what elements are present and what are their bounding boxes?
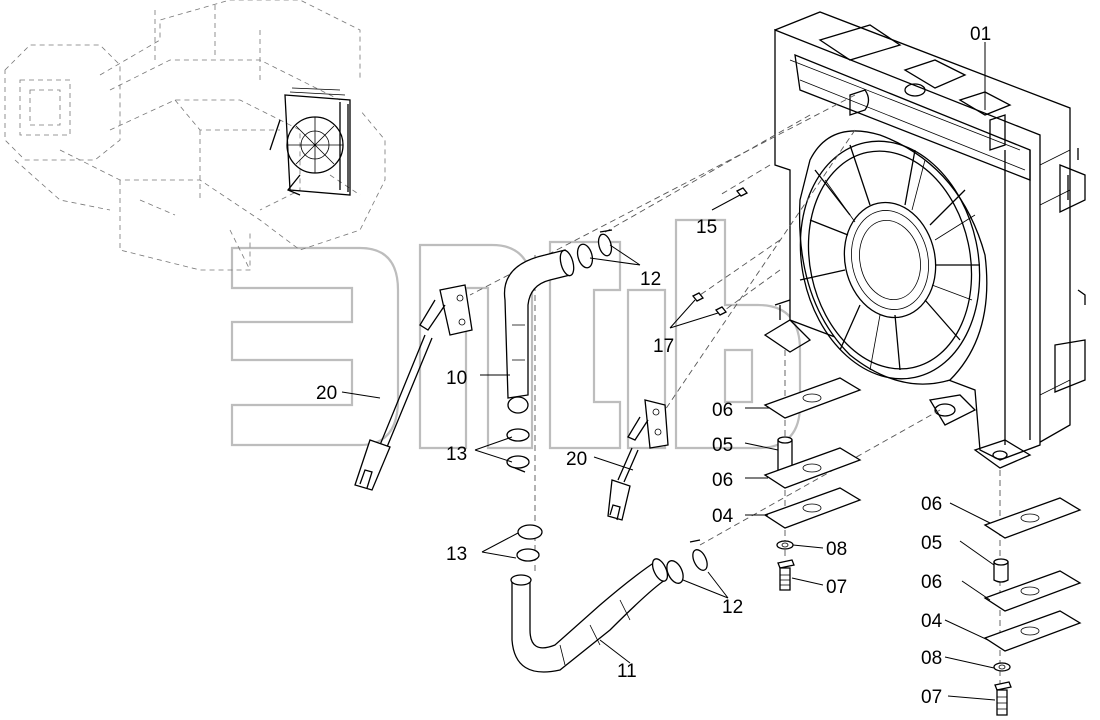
mount-stack-center	[763, 377, 862, 591]
radiator-assembly	[763, 11, 1086, 469]
label-20-upper: 20	[316, 383, 337, 404]
label-07-center: 07	[826, 577, 847, 598]
callout-labels: 01 15 12 17 10 20 13 20 06 05 06 04 08 0…	[316, 24, 991, 708]
label-06-right-bottom: 06	[921, 572, 942, 593]
label-04-center: 04	[712, 506, 734, 527]
leader-lines	[341, 42, 996, 701]
label-05-center: 05	[712, 435, 733, 456]
label-01: 01	[970, 24, 991, 45]
watermark	[230, 218, 802, 450]
mount-stack-right	[983, 497, 1082, 716]
label-06-center-top: 06	[712, 400, 733, 421]
label-08-right: 08	[921, 648, 942, 669]
upper-hose	[503, 229, 613, 473]
label-06-right-top: 06	[921, 494, 942, 515]
stay-rod-lower	[607, 399, 669, 521]
label-12-lower: 12	[722, 597, 743, 618]
label-07-right: 07	[921, 687, 942, 708]
label-08-center: 08	[826, 539, 847, 560]
label-11: 11	[617, 661, 637, 682]
stay-rod-upper	[354, 284, 473, 491]
label-04-right: 04	[921, 611, 943, 632]
label-20-lower: 20	[566, 449, 587, 470]
label-12-upper: 12	[640, 269, 661, 290]
nuts	[691, 187, 749, 316]
label-05-right: 05	[921, 533, 942, 554]
label-13-upper: 13	[446, 444, 467, 465]
machine-overview	[4, 0, 386, 271]
label-06-center-bottom: 06	[712, 470, 733, 491]
lower-hose	[510, 524, 708, 673]
label-15: 15	[696, 217, 717, 238]
label-17: 17	[653, 336, 674, 357]
label-10: 10	[446, 368, 467, 389]
label-13-lower: 13	[446, 544, 467, 565]
